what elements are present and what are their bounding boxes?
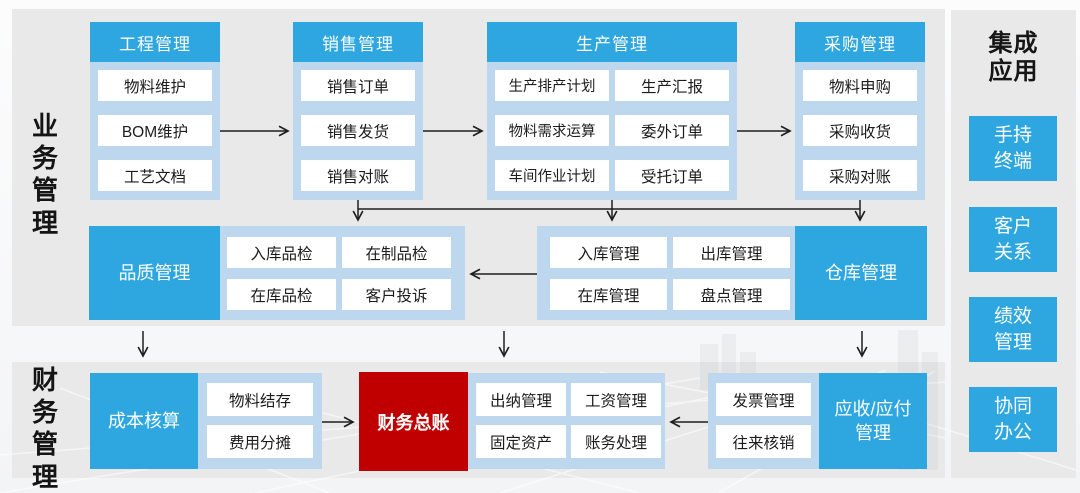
integration-title: 集成 应用: [988, 30, 1039, 86]
group-production-header: 生产管理: [487, 22, 737, 62]
module-box: 物料申购: [803, 70, 917, 101]
arap-box: 应收/应付 管理: [819, 373, 927, 469]
module-box: 物料维护: [98, 70, 212, 101]
module-box: BOM维护: [98, 115, 212, 146]
finance-section-label: 财 务 管 理: [31, 365, 58, 492]
app-handheld-terminal: 手持 终端: [969, 116, 1057, 181]
module-box: 往来核销: [716, 425, 811, 458]
business-section-label: 业 务 管 理: [31, 111, 58, 238]
app-collaborative-office: 协同 办公: [969, 387, 1057, 452]
group-cost-items: 物料结存 费用分摊: [198, 373, 322, 469]
module-box: 账务处理: [571, 425, 661, 458]
quality-box: 品质管理: [89, 226, 220, 320]
group-quality: 品质管理 入库品检 在制品检 在库品检 客户投诉: [89, 226, 465, 320]
module-box: 费用分摊: [207, 425, 313, 458]
cost-box: 成本核算: [90, 373, 198, 469]
module-box: 物料需求运算: [495, 115, 609, 146]
group-engineering-header: 工程管理: [90, 22, 220, 62]
module-box: 固定资产: [476, 425, 566, 458]
module-box: 工艺文档: [98, 160, 212, 191]
group-warehouse: 入库管理 出库管理 在库管理 盘点管理 仓库管理: [537, 226, 927, 320]
group-production: 生产管理 生产排产计划 生产汇报 物料需求运算 委外订单 车间作业计划 受托订单: [487, 22, 737, 200]
module-box: 采购对账: [803, 160, 917, 191]
module-box: 销售订单: [301, 70, 415, 101]
module-box: 盘点管理: [673, 279, 790, 310]
module-box: 入库品检: [227, 237, 336, 268]
module-box: 销售对账: [301, 160, 415, 191]
app-performance-mgmt: 绩效 管理: [969, 297, 1057, 362]
module-box: 在库品检: [227, 279, 336, 310]
module-box: 发票管理: [716, 383, 811, 416]
ledger-box: 财务总账: [359, 372, 468, 471]
module-box: 销售发货: [301, 115, 415, 146]
group-engineering: 工程管理 物料维护 BOM维护 工艺文档: [90, 22, 220, 200]
module-box: 生产排产计划: [495, 70, 609, 101]
app-customer-relations: 客户 关系: [969, 207, 1057, 272]
warehouse-box: 仓库管理: [795, 226, 927, 320]
module-box: 受托订单: [615, 160, 729, 191]
module-box: 工资管理: [571, 383, 661, 416]
group-ledger-items: 出纳管理 工资管理 固定资产 账务处理: [468, 373, 665, 469]
module-box: 出纳管理: [476, 383, 566, 416]
module-box: 在库管理: [550, 279, 667, 310]
group-arap-items: 发票管理 往来核销: [708, 373, 819, 469]
module-box: 在制品检: [342, 237, 451, 268]
module-box: 委外订单: [615, 115, 729, 146]
module-box: 物料结存: [207, 383, 313, 416]
group-sales-header: 销售管理: [293, 22, 423, 62]
group-procurement: 采购管理 物料申购 采购收货 采购对账: [795, 22, 925, 200]
group-procurement-header: 采购管理: [795, 22, 925, 62]
group-sales: 销售管理 销售订单 销售发货 销售对账: [293, 22, 423, 200]
module-box: 车间作业计划: [495, 160, 609, 191]
module-box: 采购收货: [803, 115, 917, 146]
module-box: 出库管理: [673, 237, 790, 268]
module-box: 生产汇报: [615, 70, 729, 101]
module-box: 入库管理: [550, 237, 667, 268]
module-box: 客户投诉: [342, 279, 451, 310]
